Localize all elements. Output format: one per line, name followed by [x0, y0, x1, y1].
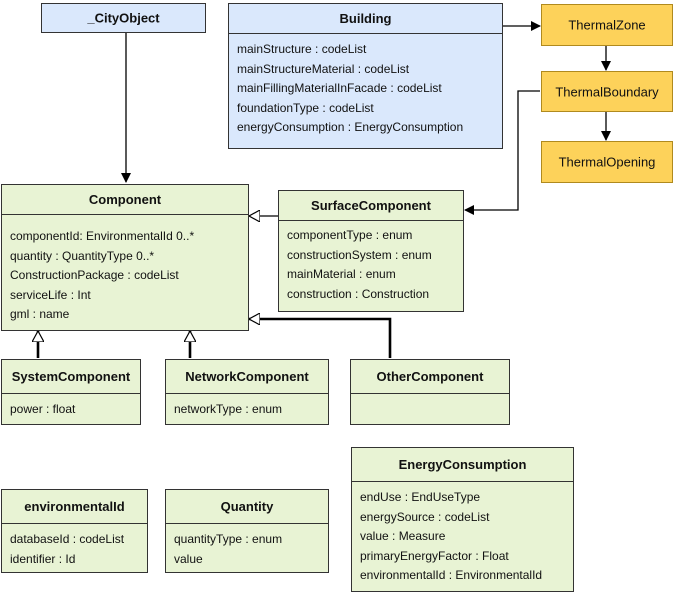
surfacecomponent-attribute: mainMaterial : enum	[287, 267, 396, 281]
quantity-attribute: quantityType : enum	[174, 532, 283, 546]
surfacecomponent-attribute-list: componentType : enum constructionSystem …	[279, 221, 463, 304]
energyconsumption-class-title: EnergyConsumption	[352, 448, 573, 482]
networkcomponent-attribute: networkType : enum	[174, 402, 283, 416]
surfacecomponent-attribute: construction : Construction	[287, 286, 430, 301]
generalization-othercomponent-component	[249, 319, 392, 358]
energyconsumption-class-box[interactable]: EnergyConsumption endUse : EndUseType en…	[351, 447, 574, 592]
networkcomponent-class-box[interactable]: NetworkComponent networkType : enum	[165, 359, 329, 425]
building-class-title: Building	[229, 4, 502, 34]
building-class-box[interactable]: Building mainStructure : codeList mainSt…	[228, 3, 503, 149]
quantity-class-box[interactable]: Quantity quantityType : enum value	[165, 489, 329, 573]
component-attribute-list: componentId: EnvironmentalId 0..* quanti…	[2, 215, 248, 325]
surfacecomponent-class-box[interactable]: SurfaceComponent componentType : enum co…	[278, 190, 464, 312]
energyconsumption-attribute: environmentalId : EnvironmentalId	[360, 568, 543, 582]
energyconsumption-attribute: value : Measure	[360, 529, 446, 543]
energyconsumption-attribute: primaryEnergyFactor : Float	[360, 548, 509, 563]
building-attribute: mainStructure : codeList	[237, 42, 367, 56]
building-attribute: foundationType : codeList	[237, 100, 374, 115]
arrow-thermalboundary-surfacecomponent	[464, 90, 540, 215]
cityobject-class-title: _CityObject	[87, 10, 160, 26]
thermalopening-class-box[interactable]: ThermalOpening	[541, 141, 673, 183]
component-attribute: quantity : QuantityType 0..*	[10, 248, 155, 263]
environmentalid-attribute: databaseId : codeList	[10, 532, 125, 546]
environmentalid-attribute-list: databaseId : codeList identifier : Id	[2, 524, 147, 569]
component-attribute: ConstructionPackage : codeList	[10, 268, 179, 282]
building-attribute: energyConsumption : EnergyConsumption	[237, 120, 464, 134]
quantity-attribute-list: quantityType : enum value	[166, 524, 328, 569]
building-attribute: mainStructureMaterial : codeList	[237, 61, 410, 76]
othercomponent-class-box[interactable]: OtherComponent	[350, 359, 510, 425]
networkcomponent-attribute-list: networkType : enum	[166, 394, 328, 420]
component-attribute: gml : name	[10, 307, 70, 321]
systemcomponent-class-title: SystemComponent	[2, 360, 140, 394]
thermalzone-class-box[interactable]: ThermalZone	[541, 4, 673, 46]
component-class-box[interactable]: Component componentId: EnvironmentalId 0…	[1, 184, 249, 331]
cityobject-class-box[interactable]: _CityObject	[41, 3, 206, 33]
environmentalid-class-title: environmentalId	[2, 490, 147, 524]
quantity-attribute: value	[174, 551, 203, 566]
surfacecomponent-attribute: componentType : enum	[287, 228, 413, 242]
thermalzone-class-title: ThermalZone	[568, 17, 646, 33]
energyconsumption-attribute: energySource : codeList	[360, 509, 490, 524]
building-attribute: mainFillingMaterialInFacade : codeList	[237, 81, 442, 95]
component-attribute: serviceLife : Int	[10, 287, 91, 302]
building-attribute-list: mainStructure : codeList mainStructureMa…	[229, 34, 502, 138]
systemcomponent-attribute-list: power : float	[2, 394, 140, 420]
surfacecomponent-class-title: SurfaceComponent	[279, 191, 463, 221]
energyconsumption-attribute-list: endUse : EndUseType energySource : codeL…	[352, 482, 573, 586]
surfacecomponent-attribute: constructionSystem : enum	[287, 247, 432, 262]
thermalboundary-class-box[interactable]: ThermalBoundary	[541, 71, 673, 112]
component-attribute: componentId: EnvironmentalId 0..*	[10, 229, 195, 243]
environmentalid-attribute: identifier : Id	[10, 551, 76, 566]
energyconsumption-attribute: endUse : EndUseType	[360, 490, 481, 504]
systemcomponent-attribute: power : float	[10, 402, 76, 416]
othercomponent-class-title: OtherComponent	[351, 360, 509, 394]
thermalboundary-class-title: ThermalBoundary	[555, 84, 659, 99]
component-class-title: Component	[2, 185, 248, 215]
thermalopening-class-title: ThermalOpening	[558, 154, 656, 170]
systemcomponent-class-box[interactable]: SystemComponent power : float	[1, 359, 141, 425]
networkcomponent-class-title: NetworkComponent	[166, 360, 328, 394]
environmentalid-class-box[interactable]: environmentalId databaseId : codeList id…	[1, 489, 148, 573]
quantity-class-title: Quantity	[166, 490, 328, 524]
